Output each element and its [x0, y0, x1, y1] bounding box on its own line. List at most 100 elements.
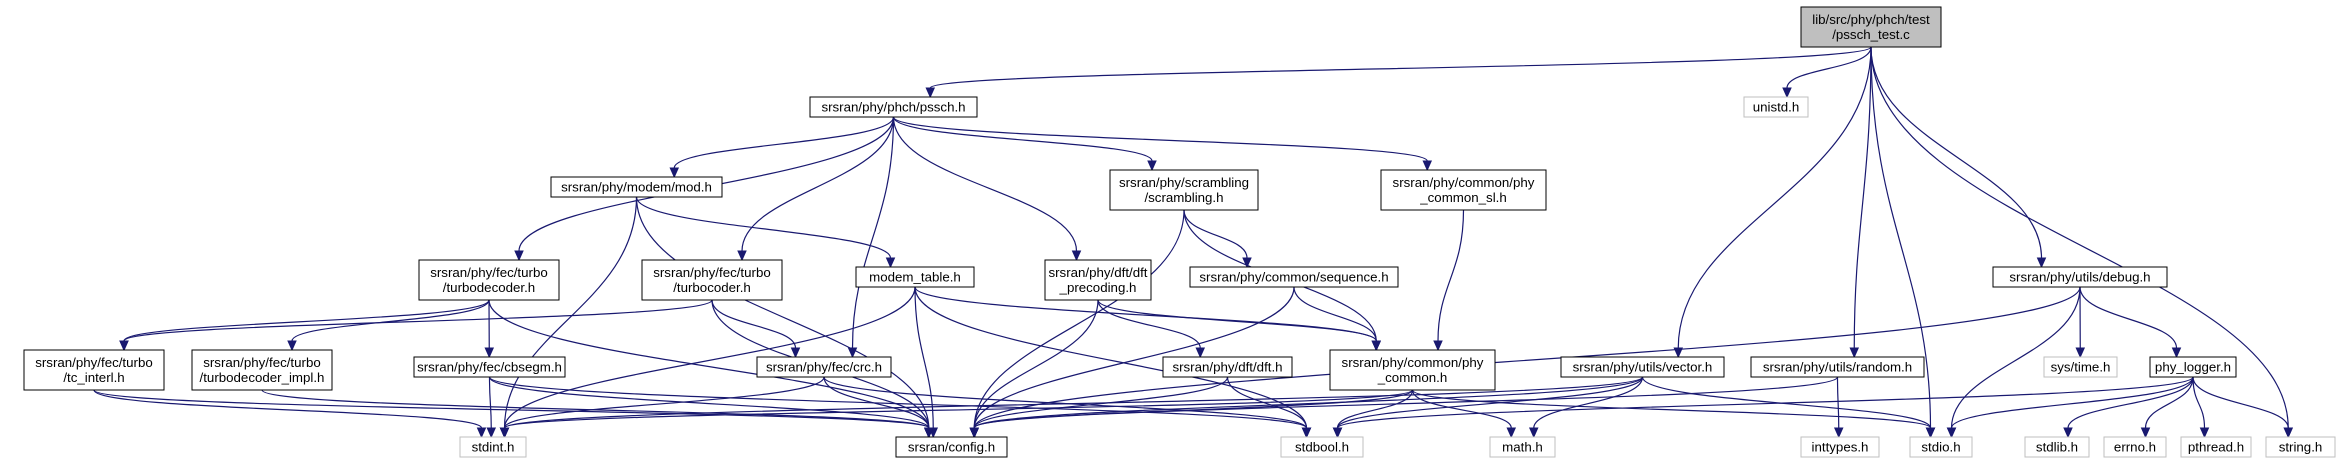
node-box: [1329, 349, 1496, 391]
node-crc[interactable]: srsran/phy/fec/crc.h: [756, 356, 892, 378]
node-turbocoder[interactable]: srsran/phy/fec/turbo/turbocoder.h: [641, 259, 783, 301]
node-box: [2103, 436, 2167, 458]
node-box: [756, 356, 892, 378]
node-cbsegm[interactable]: srsran/phy/fec/cbsegm.h: [413, 356, 566, 378]
node-box: [641, 259, 783, 301]
node-pthread[interactable]: pthread.h: [2180, 436, 2252, 458]
node-label: stdlib.h: [2036, 440, 2078, 455]
edge-vector-to-stdio: [1641, 376, 1936, 439]
node-box: [550, 176, 723, 198]
edge-phy_logger-to-stdlib: [2063, 376, 2194, 439]
edge-dft_precoding-to-dft: [1097, 299, 1206, 359]
node-label: _common.h: [1377, 370, 1447, 385]
node-box: [1044, 259, 1152, 301]
node-stdint[interactable]: stdint.h: [459, 436, 527, 458]
node-pssch[interactable]: srsran/phy/phch/pssch.h: [809, 96, 978, 118]
node-box: [1162, 356, 1293, 378]
edge-sequence-to-phy_common: [1293, 286, 1382, 352]
edge-mod-to-stdint: [499, 196, 638, 439]
edge-tc_interl-to-stdint: [93, 389, 487, 439]
node-stdbool[interactable]: stdbool.h: [1280, 436, 1364, 458]
node-box: [1109, 169, 1259, 211]
node-label: /turbodecoder_impl.h: [200, 370, 325, 385]
node-mod[interactable]: srsran/phy/modem/mod.h: [550, 176, 723, 198]
edge-pssch-to-mod: [669, 116, 895, 179]
node-modem_table[interactable]: modem_table.h: [855, 266, 975, 288]
node-label: lib/src/phy/phch/test: [1812, 12, 1930, 27]
node-unistd[interactable]: unistd.h: [1743, 96, 1809, 118]
node-label: srsran/phy/utils/debug.h: [2009, 270, 2150, 285]
node-math[interactable]: math.h: [1489, 436, 1556, 458]
node-phy_common[interactable]: srsran/phy/common/phy_common.h: [1329, 349, 1496, 391]
edge-root-to-stdio: [1870, 46, 1936, 439]
node-dft_precoding[interactable]: srsran/phy/dft/dft_precoding.h: [1044, 259, 1152, 301]
edge-dft-to-stdbool: [1226, 376, 1312, 439]
node-phy_logger[interactable]: phy_logger.h: [2149, 356, 2237, 378]
node-vector[interactable]: srsran/phy/utils/vector.h: [1560, 356, 1725, 378]
node-box: [2180, 436, 2252, 458]
node-label: srsran/phy/fec/turbo: [653, 265, 771, 280]
node-sequence[interactable]: srsran/phy/common/sequence.h: [1189, 266, 1399, 288]
node-box: [895, 436, 1008, 458]
node-stdlib[interactable]: stdlib.h: [2024, 436, 2090, 458]
edge-root-to-string: [1870, 46, 2294, 439]
node-turbodecoder[interactable]: srsran/phy/fec/turbo/turbodecoder.h: [418, 259, 560, 301]
node-label: srsran/phy/phch/pssch.h: [821, 100, 965, 115]
node-label: srsran/phy/fec/turbo: [35, 355, 153, 370]
edge-pssch-to-turbocoder: [737, 116, 895, 262]
node-box: [1743, 96, 1809, 118]
edge-cbsegm-to-config: [488, 376, 934, 439]
edge-root-to-debug: [1870, 46, 2047, 269]
node-box: [1489, 436, 1556, 458]
edge-debug-to-config: [969, 286, 2081, 439]
node-box: [809, 96, 978, 118]
edge-debug-to-phy_logger: [2079, 286, 2182, 359]
node-common_sl[interactable]: srsran/phy/common/phy_common_sl.h: [1380, 169, 1547, 211]
edge-phy_common-to-stdio: [1411, 389, 1936, 439]
node-label: srsran/phy/common/phy: [1342, 355, 1484, 370]
node-box: [1189, 266, 1399, 288]
node-box: [1560, 356, 1725, 378]
edge-pssch-to-common_sl: [892, 116, 1433, 172]
node-inttypes[interactable]: inttypes.h: [1800, 436, 1880, 458]
node-box: [2265, 436, 2336, 458]
node-dft[interactable]: srsran/phy/dft/dft.h: [1162, 356, 1293, 378]
node-random[interactable]: srsran/phy/utils/random.h: [1750, 356, 1925, 378]
node-label: /turbodecoder.h: [443, 280, 535, 295]
node-label: pthread.h: [2188, 440, 2244, 455]
edge-debug-to-systime: [2075, 286, 2086, 359]
edge-phy_logger-to-errno: [2140, 376, 2194, 439]
node-label: srsran/phy/fec/cbsegm.h: [417, 360, 562, 375]
node-box: [413, 356, 566, 378]
node-string[interactable]: string.h: [2265, 436, 2336, 458]
node-systime[interactable]: sys/time.h: [2043, 356, 2118, 378]
node-layer: lib/src/phy/phch/test/pssch_test.csrsran…: [23, 6, 2336, 458]
node-box: [191, 349, 333, 391]
node-label: srsran/phy/utils/vector.h: [1573, 360, 1713, 375]
node-errno[interactable]: errno.h: [2103, 436, 2167, 458]
node-label: string.h: [2279, 440, 2323, 455]
node-label: modem_table.h: [869, 270, 961, 285]
node-box: [1380, 169, 1547, 211]
edge-phy_common-to-math: [1411, 389, 1517, 439]
node-config[interactable]: srsran/config.h: [895, 436, 1008, 458]
node-label: srsran/phy/dft/dft.h: [1172, 360, 1282, 375]
edge-mod-to-modem_table: [635, 196, 896, 269]
edge-common_sl-to-phy_common: [1433, 209, 1465, 352]
node-debug[interactable]: srsran/phy/utils/debug.h: [1992, 266, 2168, 288]
node-label: stdio.h: [1921, 440, 1960, 455]
node-label: unistd.h: [1753, 100, 1800, 115]
node-box: [1280, 436, 1364, 458]
edge-scrambling-to-sequence: [1183, 209, 1252, 269]
node-turbodecoder_impl[interactable]: srsran/phy/fec/turbo/turbodecoder_impl.h: [191, 349, 333, 391]
node-label: srsran/phy/common/sequence.h: [1199, 270, 1388, 285]
edge-pssch-to-scrambling: [892, 116, 1157, 172]
node-tc_interl[interactable]: srsran/phy/fec/turbo/tc_interl.h: [23, 349, 165, 391]
edge-turbocoder-to-tc_interl: [119, 299, 713, 352]
node-scrambling[interactable]: srsran/phy/scrambling/scrambling.h: [1109, 169, 1259, 211]
node-label: /turbocoder.h: [673, 280, 751, 295]
node-label: phy_logger.h: [2155, 360, 2231, 375]
node-stdio[interactable]: stdio.h: [1909, 436, 1973, 458]
node-root[interactable]: lib/src/phy/phch/test/pssch_test.c: [1800, 6, 1942, 48]
